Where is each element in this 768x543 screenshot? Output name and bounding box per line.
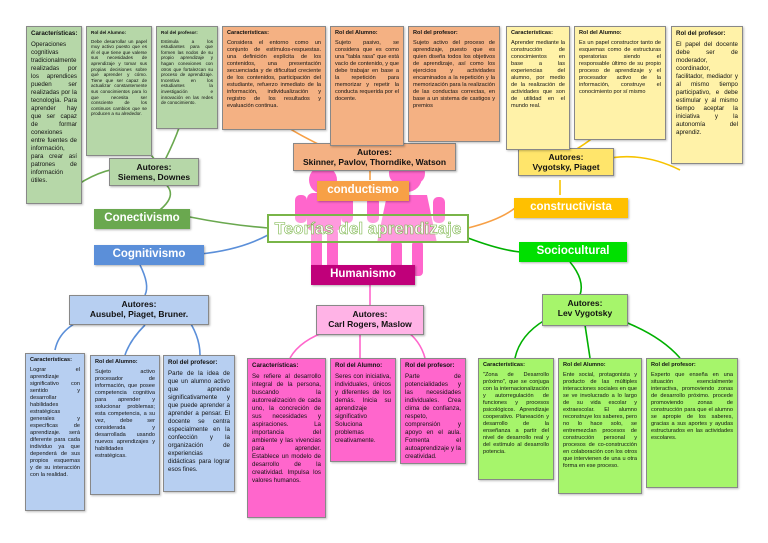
note-constructivismo-alumno: Rol del Alumno: Es un papel constructor … (574, 26, 666, 140)
note-constructivismo-profesor: Rol del profesor: El papel del docente d… (671, 26, 743, 164)
note-cognitivismo-profesor: Rol del profesor: Parte de la idea de qu… (163, 355, 235, 492)
note-sociocultural-profesor: Rol del profesor: Experto que enseña en … (646, 358, 738, 488)
branch-conectivismo[interactable]: Conectivismo (94, 209, 190, 229)
note-constructivismo-caracteristicas: Características: Aprender mediante la co… (506, 26, 570, 150)
branch-conductismo[interactable]: conductismo (317, 181, 409, 201)
note-conductismo-alumno: Rol del Alumno: Sujeto pasivo, se consid… (330, 26, 404, 146)
authors-cognitivismo: Autores: Ausubel, Piaget, Bruner. (69, 295, 209, 325)
note-conectivismo-alumno: Rol del Alumno: Debe desarrollar un pape… (86, 26, 152, 156)
note-humanismo-caracteristicas: Características: Se refiere al desarroll… (247, 358, 326, 518)
center-title: Teorías del aprendizaje (267, 214, 469, 243)
authors-sociocultural: Autores: Lev Vygotsky (542, 294, 628, 326)
authors-conectivismo: Autores: Siemens, Downes (109, 158, 199, 186)
note-cognitivismo-caracteristicas: Características: Lograr el aprendizaje s… (25, 353, 85, 511)
authors-conductismo: Autores: Skinner, Pavlov, Thorndike, Wat… (293, 143, 456, 171)
note-conectivismo-caracteristicas: Características: Operaciones cognitivas … (26, 26, 82, 204)
branch-sociocultural[interactable]: Sociocultural (519, 242, 627, 262)
authors-humanismo: Autores: Carl Rogers, Maslow (316, 305, 424, 335)
note-sociocultural-caracteristicas: Características: "Zona de Desarrollo pró… (478, 358, 554, 480)
note-conductismo-caracteristicas: Características: Considera el entorno co… (222, 26, 326, 130)
note-conectivismo-profesor: Rol del profesor: Estimula a los estudia… (156, 26, 218, 129)
branch-cognitivismo[interactable]: Cognitivismo (94, 245, 204, 265)
note-humanismo-profesor: Rol del profesor: Parte de potencialidad… (400, 358, 466, 464)
note-cognitivismo-alumno: Rol del Alumno: Sujeto activo procesador… (90, 355, 160, 495)
branch-humanismo[interactable]: Humanismo (311, 265, 415, 285)
note-sociocultural-alumno: Rol del Alumno: Ente social, protagonist… (558, 358, 642, 494)
authors-constructivismo: Autores: Vygotsky, Piaget (518, 148, 614, 176)
branch-constructivista[interactable]: constructivista (514, 198, 628, 218)
note-conductismo-profesor: Rol del profesor: Sujeto activo del proc… (408, 26, 500, 142)
note-humanismo-alumno: Rol del Alumno: Seres con iniciativa, in… (330, 358, 396, 462)
